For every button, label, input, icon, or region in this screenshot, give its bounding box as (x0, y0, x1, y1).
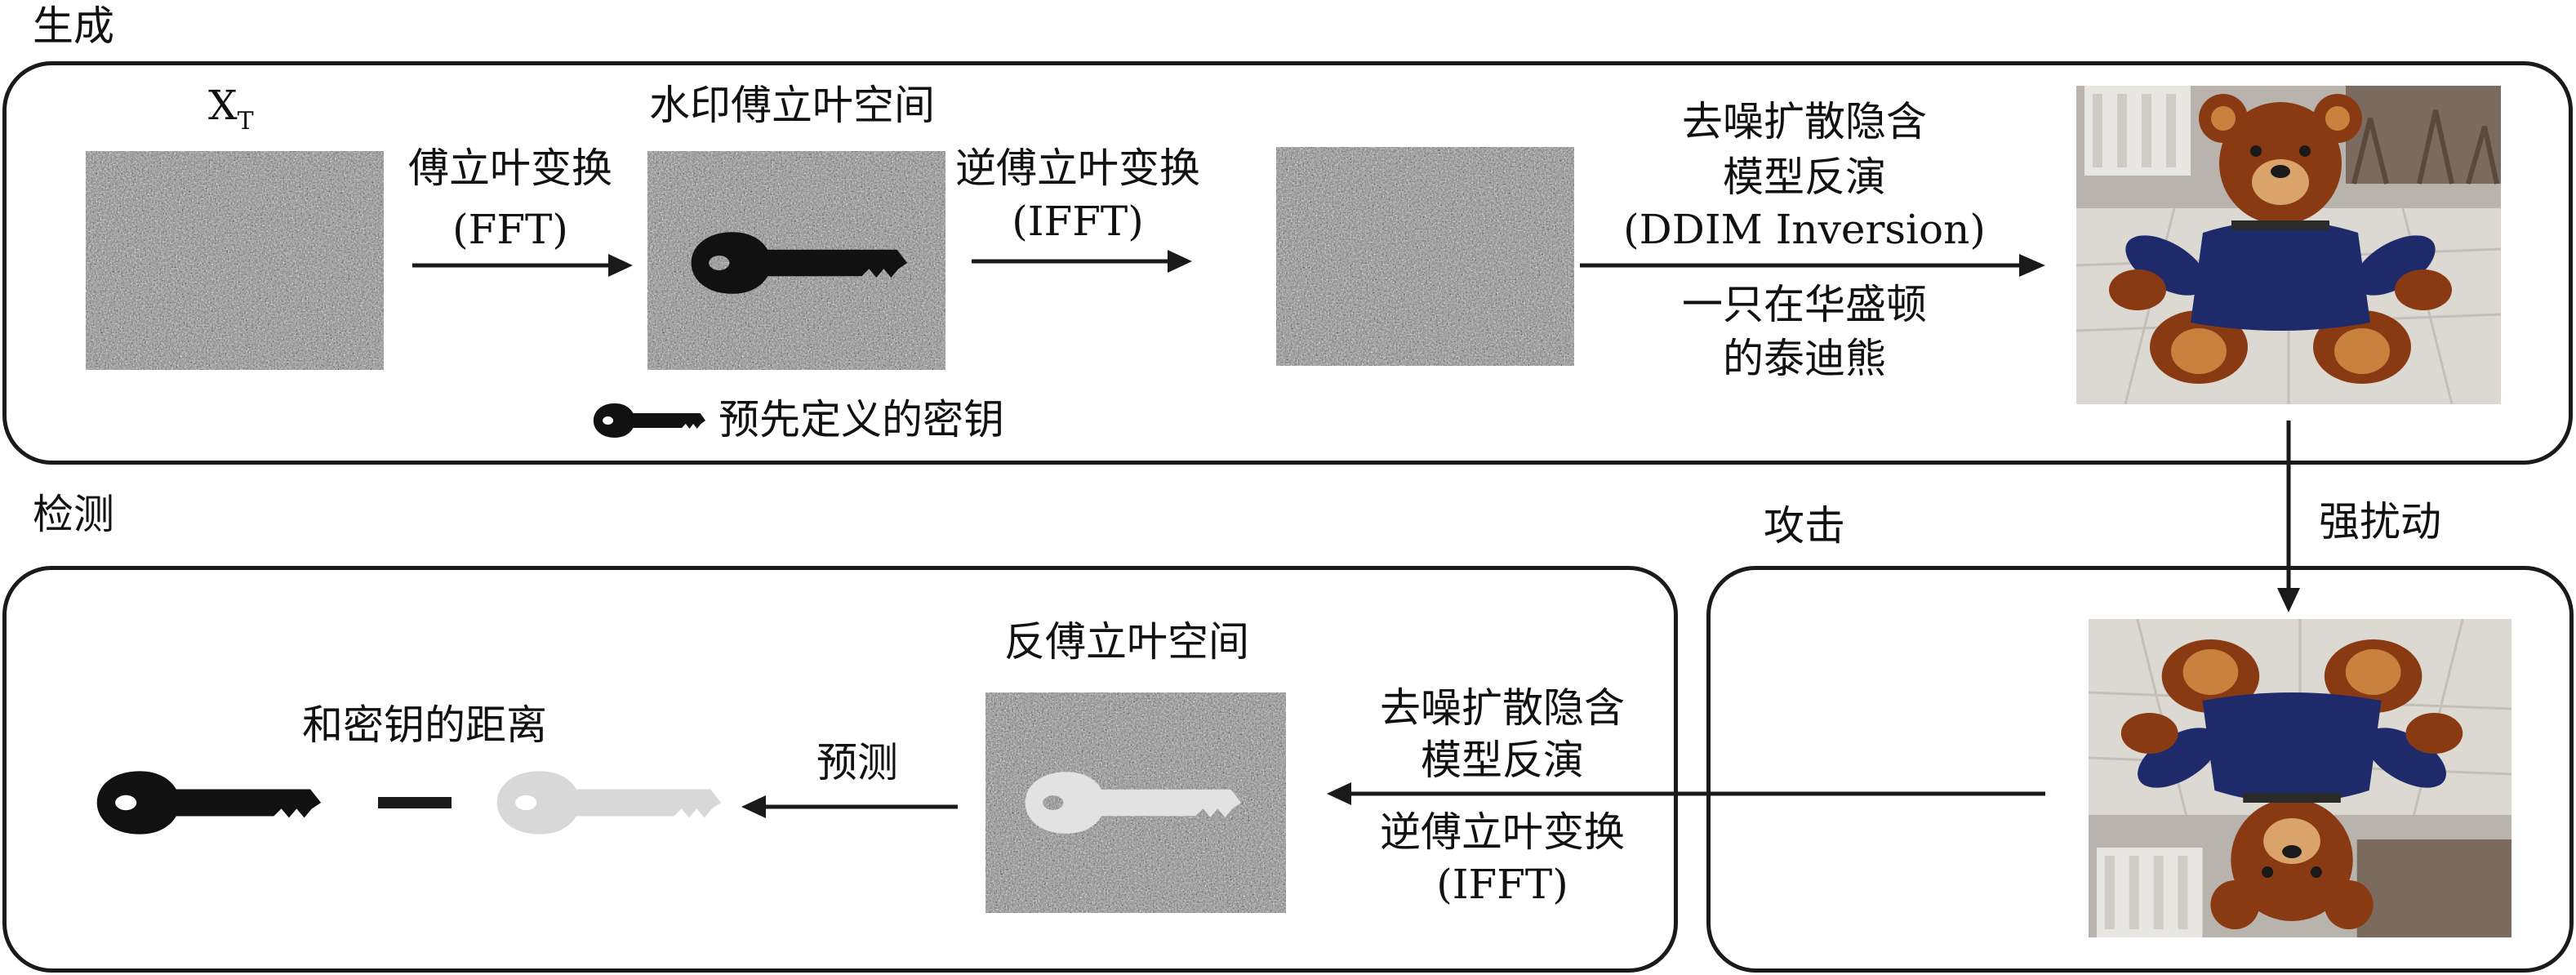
arrow-predict (741, 795, 958, 818)
predict-label: 预测 (816, 739, 898, 786)
prompt-line2: 的泰迪熊 (1723, 335, 1886, 382)
detect-ifft-line2: (IFFT) (1436, 861, 1568, 908)
attacked-teddy-bear-image (2089, 619, 2511, 937)
fft-label-line1: 傅立叶变换 (408, 145, 612, 192)
xt-label: XT (208, 82, 254, 136)
arrow-ddim (1580, 254, 2045, 277)
section-title-attack: 攻击 (1764, 502, 1845, 550)
section-title-detect: 检测 (33, 491, 114, 538)
ddim-label-line3: (DDIM Inversion) (1623, 206, 1986, 253)
noise-watermark-space (647, 151, 945, 370)
noise-latent-xt (86, 151, 384, 370)
ifft-label-line2: (IFFT) (1012, 198, 1144, 245)
detect-ddim-line1: 去噪扩散隐含 (1380, 684, 1625, 732)
fft-label-line2: (FFT) (452, 206, 568, 253)
ddim-label-line2: 模型反演 (1723, 154, 1886, 201)
section-title-generate: 生成 (33, 2, 114, 50)
prompt-line1: 一只在华盛顿 (1682, 281, 1927, 328)
predicted-key-icon (496, 771, 722, 835)
minus-sign (378, 797, 452, 808)
generated-teddy-bear-image (2076, 86, 2501, 404)
attack-box (1706, 566, 2574, 973)
noise-inverse-space (985, 692, 1286, 913)
distance-label: 和密钥的距离 (302, 701, 547, 749)
detect-ifft-line1: 逆傅立叶变换 (1380, 808, 1625, 856)
arrow-inversion (1327, 782, 2045, 805)
predefined-key-icon (96, 771, 322, 835)
detect-box (2, 566, 1678, 973)
detect-ddim-line2: 模型反演 (1421, 737, 1584, 784)
ddim-label-line1: 去噪扩散隐含 (1682, 98, 1927, 145)
ifft-label-line1: 逆傅立叶变换 (955, 145, 1200, 192)
strong-perturbation-label: 强扰动 (2319, 498, 2441, 545)
generate-box (2, 61, 2573, 465)
legend-key-label: 预先定义的密钥 (719, 396, 1004, 443)
arrow-fft (412, 254, 633, 277)
noise-spatial-latent (1276, 147, 1574, 366)
legend-key-icon (593, 403, 706, 438)
inverse-space-label: 反傅立叶空间 (1004, 618, 1249, 666)
arrow-ifft (972, 250, 1192, 273)
arrow-attack (2277, 421, 2300, 612)
watermark-space-label: 水印傅立叶空间 (649, 82, 935, 129)
